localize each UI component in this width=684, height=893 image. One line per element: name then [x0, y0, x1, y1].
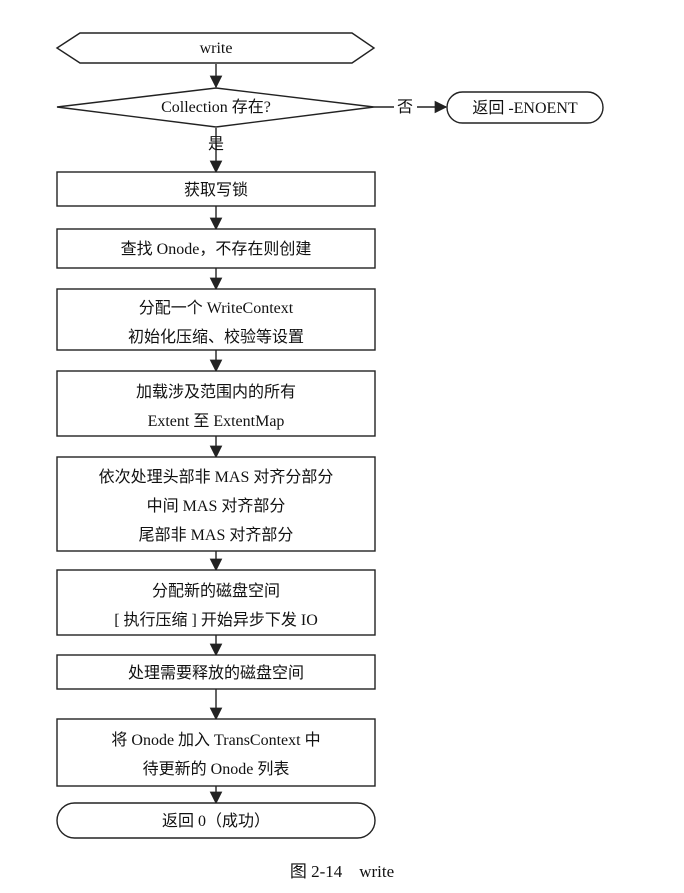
start-node-text: write: [200, 40, 233, 57]
process-step-6: 分配新的磁盘空间 [ 执行压缩 ] 开始异步下发 IO: [56, 569, 376, 636]
process-step-2-text-line-1: 查找 Onode，不存在则创建: [121, 240, 312, 258]
error-end-node: 返回 -ENOENT: [446, 91, 604, 124]
process-step-8-text-line-1: 将 Onode 加入 TransContext 中: [111, 731, 320, 749]
process-step-4-text: 加载涉及范围内的所有 Extent 至 ExtentMap: [136, 383, 296, 430]
process-step-5-text-line-3: 尾部非 MAS 对齐部分: [139, 526, 294, 544]
process-step-6-text-line-2: [ 执行压缩 ] 开始异步下发 IO: [114, 611, 318, 629]
figure-caption: 图 2-14 write: [290, 862, 394, 881]
connectors: [209, 64, 448, 805]
process-step-4-text-line-1: 加载涉及范围内的所有: [136, 383, 296, 401]
start-node: write: [55, 32, 376, 64]
end-node: 返回 0（成功）: [56, 802, 376, 839]
process-step-3-text-line-1: 分配一个 WriteContext: [139, 299, 294, 317]
process-step-6-text: 分配新的磁盘空间 [ 执行压缩 ] 开始异步下发 IO: [114, 581, 318, 629]
yes-edge-label: 是: [208, 136, 224, 153]
process-step-3: 分配一个 WriteContext 初始化压缩、校验等设置: [56, 288, 376, 351]
process-step-8-text: 将 Onode 加入 TransContext 中待更新的 Onode 列表: [111, 731, 320, 778]
process-step-7-text: 处理需要释放的磁盘空间: [128, 663, 304, 682]
process-step-3-text-line-2: 初始化压缩、校验等设置: [128, 328, 304, 346]
process-step-5-text-line-1: 依次处理头部非 MAS 对齐分部分: [99, 468, 334, 486]
decision-node-text-line-1: Collection 存在?: [161, 98, 271, 116]
process-step-7: 处理需要释放的磁盘空间: [56, 654, 376, 690]
process-step-4-text-line-2: Extent 至 ExtentMap: [148, 413, 285, 430]
process-step-2: 查找 Onode，不存在则创建: [56, 228, 376, 269]
error-end-node-text-line-1: 返回 -ENOENT: [472, 99, 578, 117]
process-step-1-text-line-1: 获取写锁: [184, 181, 248, 199]
process-step-1-text: 获取写锁: [184, 181, 248, 199]
end-node-text: 返回 0（成功）: [162, 812, 270, 830]
process-step-5-text-line-2: 中间 MAS 对齐部分: [147, 497, 286, 515]
decision-node-text: Collection 存在?: [161, 98, 271, 116]
process-step-6-text-line-1: 分配新的磁盘空间: [152, 581, 280, 600]
decision-node: Collection 存在?: [56, 87, 375, 128]
error-end-node-text: 返回 -ENOENT: [472, 99, 578, 117]
process-step-5: 依次处理头部非 MAS 对齐分部分中间 MAS 对齐部分尾部非 MAS 对齐部分: [56, 456, 376, 552]
process-step-1: 获取写锁: [56, 171, 376, 207]
process-step-4: 加载涉及范围内的所有 Extent 至 ExtentMap: [56, 370, 376, 437]
process-step-7-text-line-1: 处理需要释放的磁盘空间: [128, 663, 304, 682]
process-step-8: 将 Onode 加入 TransContext 中待更新的 Onode 列表: [56, 718, 376, 787]
start-node-text-line-1: write: [200, 40, 233, 57]
process-step-2-text: 查找 Onode，不存在则创建: [121, 240, 312, 258]
process-step-3-text: 分配一个 WriteContext 初始化压缩、校验等设置: [128, 299, 304, 346]
end-node-text-line-1: 返回 0（成功）: [162, 812, 270, 830]
no-edge-label: 否: [397, 99, 413, 116]
process-step-5-text: 依次处理头部非 MAS 对齐分部分中间 MAS 对齐部分尾部非 MAS 对齐部分: [99, 468, 334, 544]
process-step-8-text-line-2: 待更新的 Onode 列表: [143, 760, 290, 778]
